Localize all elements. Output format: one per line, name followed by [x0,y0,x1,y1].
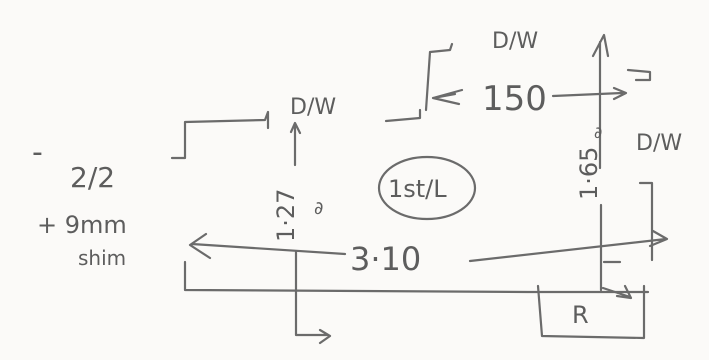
label-dw-top-left: D/W [290,95,336,120]
label-dw-top: D/W [492,29,538,54]
dimension-line-165 [591,33,633,300]
label-127-exp: ∂ [314,198,323,219]
label-dw-right: D/W [636,131,682,156]
dimension-line-310 [188,229,669,263]
wall-outline-top-right [424,42,652,112]
label-plus-9mm: + 9mm [37,211,127,239]
label-circle: 1st/L [388,175,447,203]
label-127: 1·27 [272,189,300,242]
wall-outline-right [602,181,654,264]
label-310: 3·10 [350,240,421,278]
label-165: 1·65 [575,147,603,200]
r-box [536,284,646,340]
label-shim: shim [78,246,126,270]
baseline [183,260,650,294]
dimension-line-150 [431,86,628,106]
label-minus: - [32,135,43,170]
circle-outline [377,155,477,221]
label-r: R [572,301,589,329]
wall-outline-middle [384,108,422,123]
dimension-line-127 [289,121,332,345]
label-165-exp: ∂ [594,123,602,142]
label-150: 150 [482,79,547,119]
label-212: 2/2 [70,161,115,194]
wall-outline-left [170,110,270,160]
